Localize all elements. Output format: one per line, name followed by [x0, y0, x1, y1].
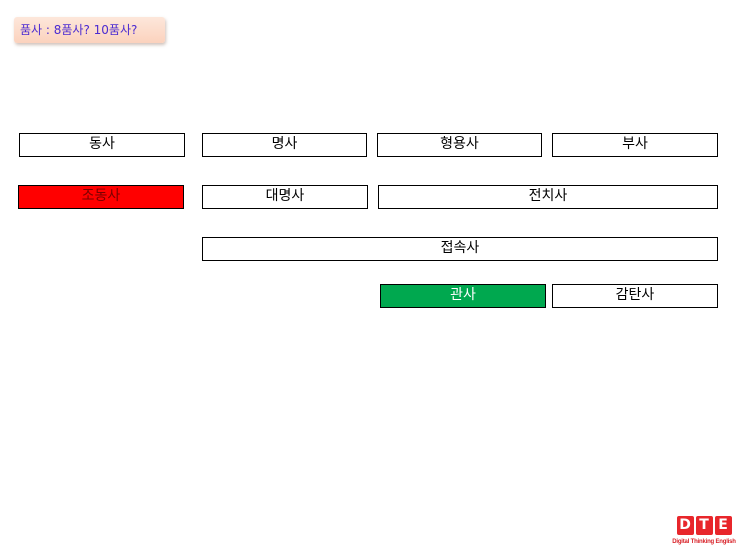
box-verb: 동사	[19, 133, 185, 157]
box-article: 관사	[380, 284, 546, 308]
box-conjunction: 접속사	[202, 237, 718, 261]
slide-title: 품사 : 8품사? 10품사?	[14, 17, 165, 43]
box-preposition: 전치사	[378, 185, 718, 209]
box-adjective: 형용사	[377, 133, 542, 157]
box-interjection: 감탄사	[552, 284, 718, 308]
logo-letter-e: E	[714, 516, 732, 535]
box-adverb: 부사	[552, 133, 718, 157]
logo-tagline: Digital Thinking English	[672, 539, 736, 545]
box-noun: 명사	[202, 133, 367, 157]
logo-mark: D T E	[668, 516, 740, 535]
box-pronoun: 대명사	[202, 185, 368, 209]
logo-letter-d: D	[676, 516, 694, 535]
box-auxiliary-verb: 조동사	[18, 185, 184, 209]
dte-logo: D T E Digital Thinking English	[668, 514, 740, 556]
logo-letter-t: T	[695, 516, 713, 535]
